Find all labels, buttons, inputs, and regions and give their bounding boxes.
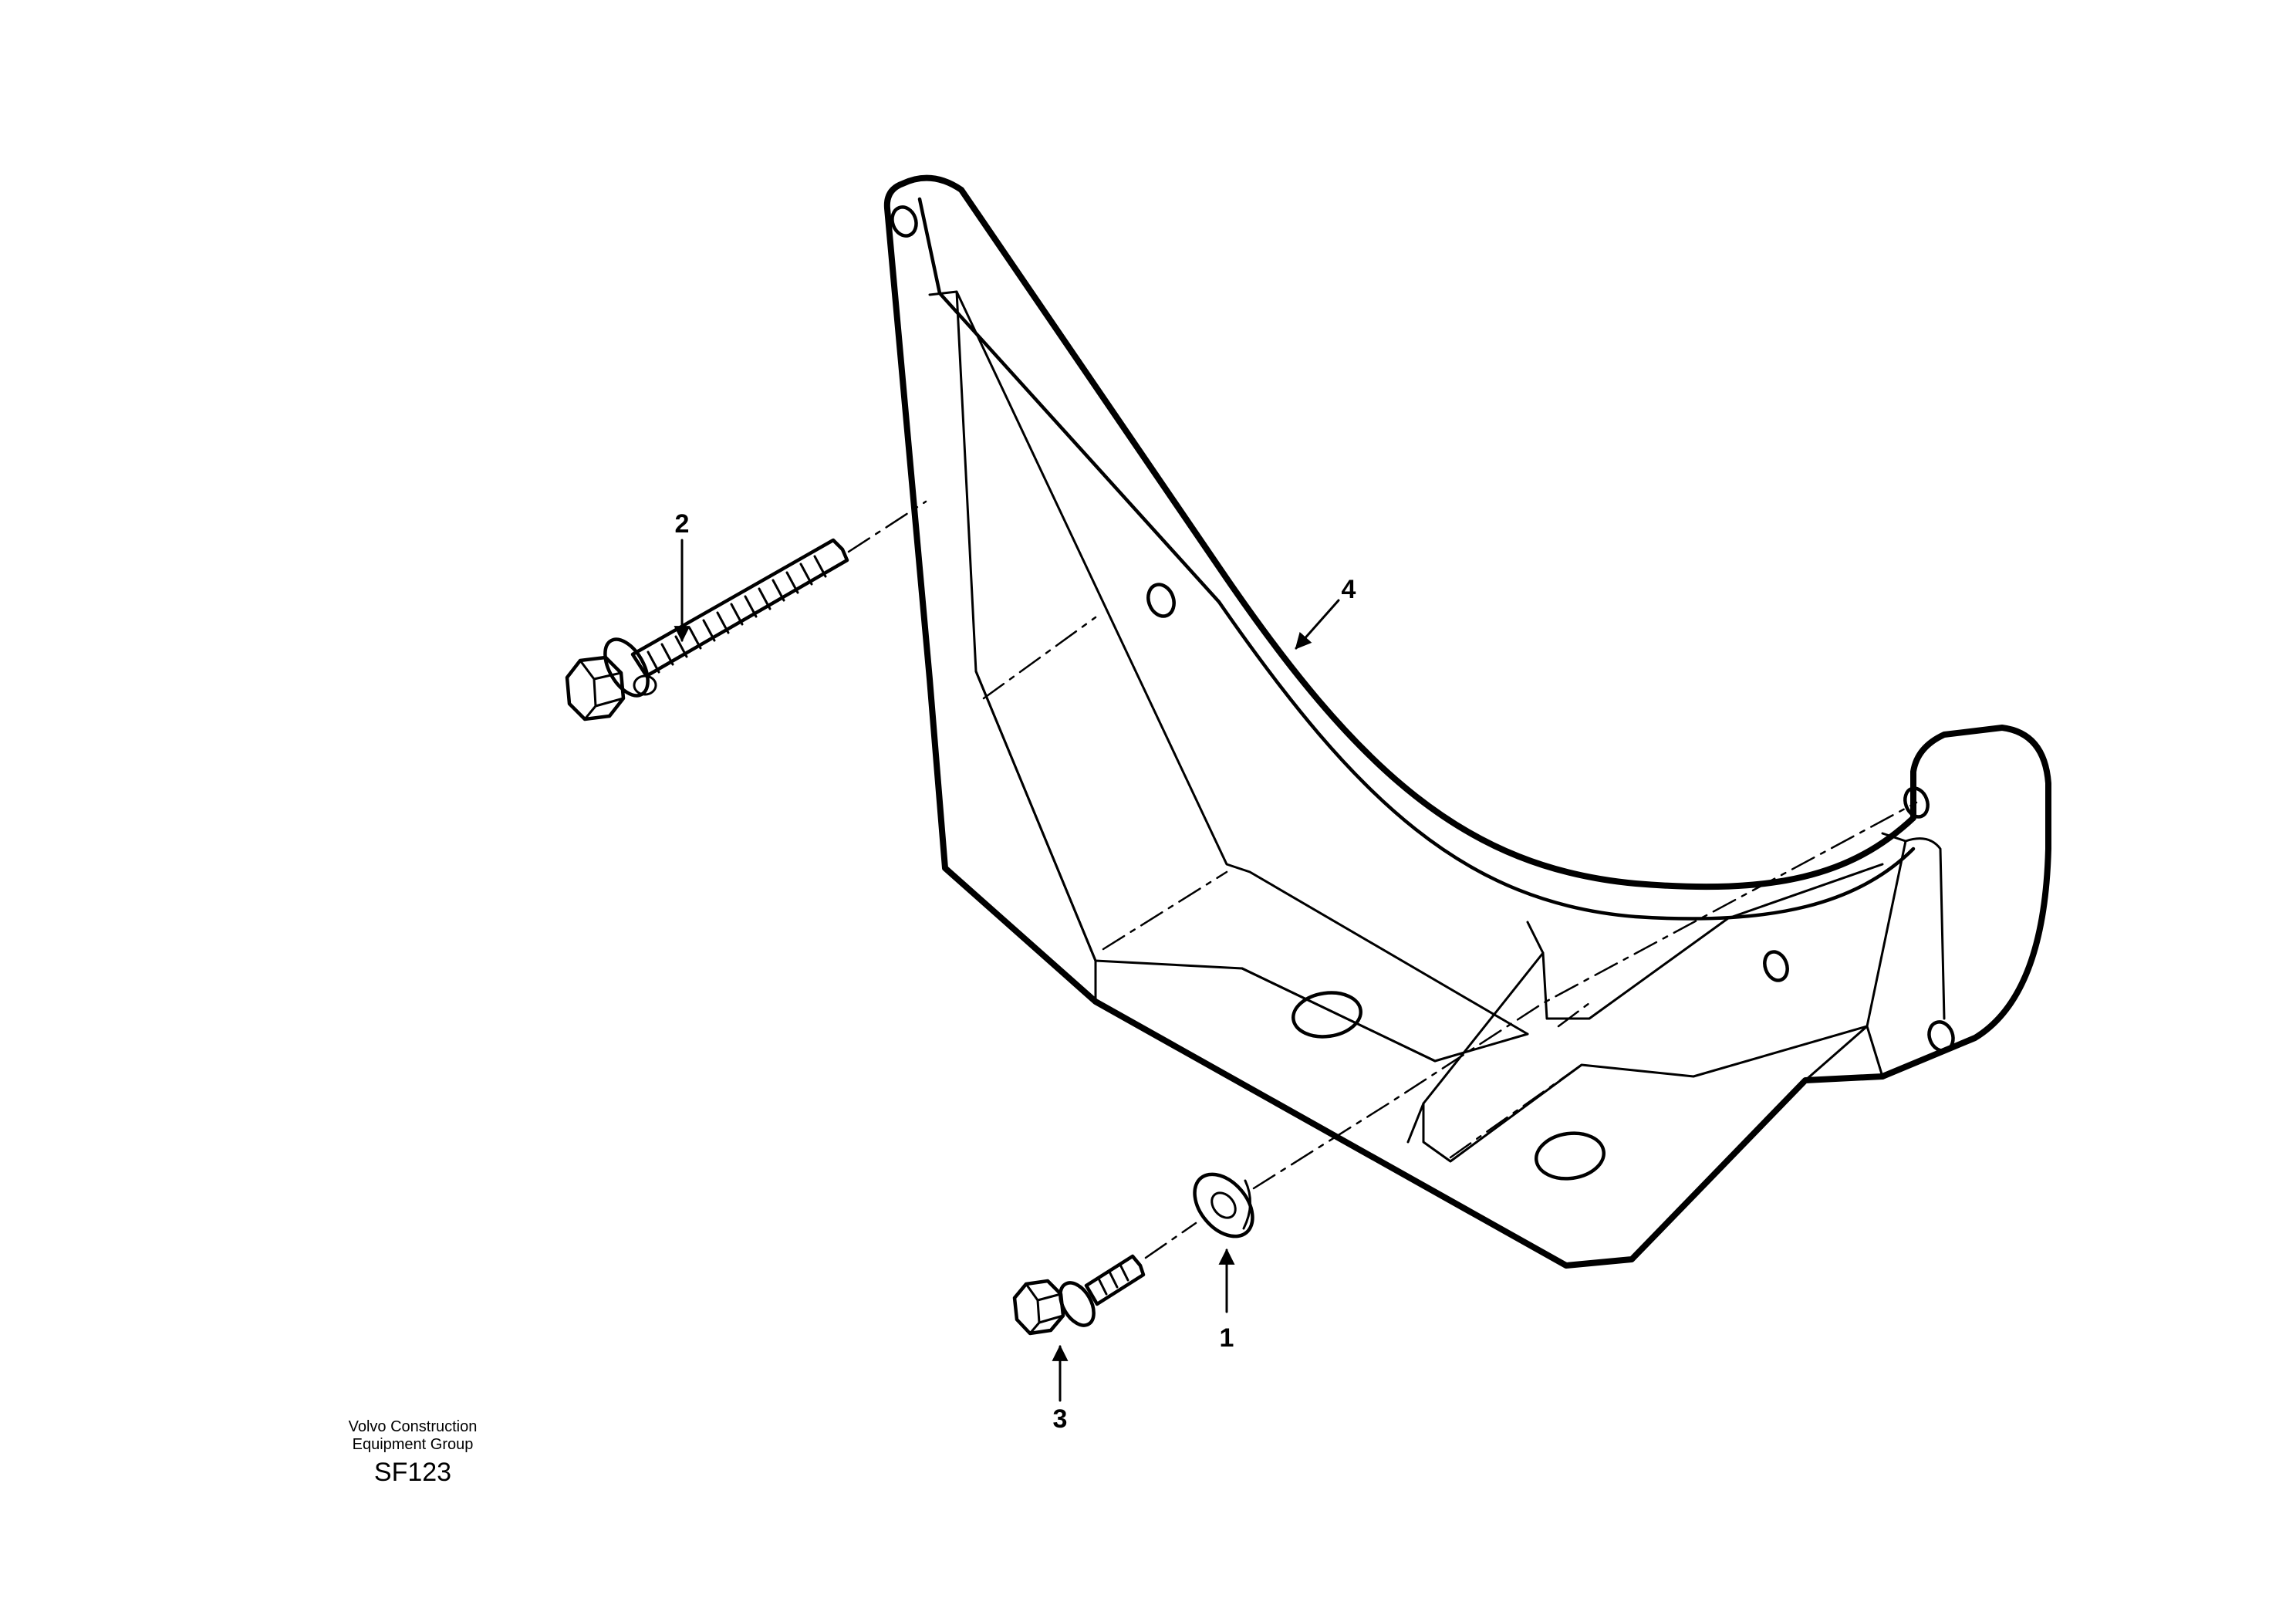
washer-part-1 <box>1193 1172 1254 1238</box>
drawing-footer: Volvo Construction Equipment Group SF123 <box>297 1418 528 1488</box>
short-bolt-part-3 <box>1012 1254 1146 1336</box>
drawing-code: SF123 <box>373 1458 452 1487</box>
callout-1: 1 <box>1220 1323 1234 1353</box>
org-name-line-2: Equipment Group <box>352 1436 474 1453</box>
callout-2: 2 <box>675 509 690 539</box>
callout-4: 4 <box>1342 575 1356 604</box>
callout-3: 3 <box>1053 1404 1068 1434</box>
callout-leaders <box>674 539 1340 1402</box>
alignment-lines <box>847 500 1918 1259</box>
bracket-part-4 <box>883 174 2051 1269</box>
long-bolt-part-2 <box>565 538 849 721</box>
org-name-line-1: Volvo Construction <box>348 1418 478 1435</box>
